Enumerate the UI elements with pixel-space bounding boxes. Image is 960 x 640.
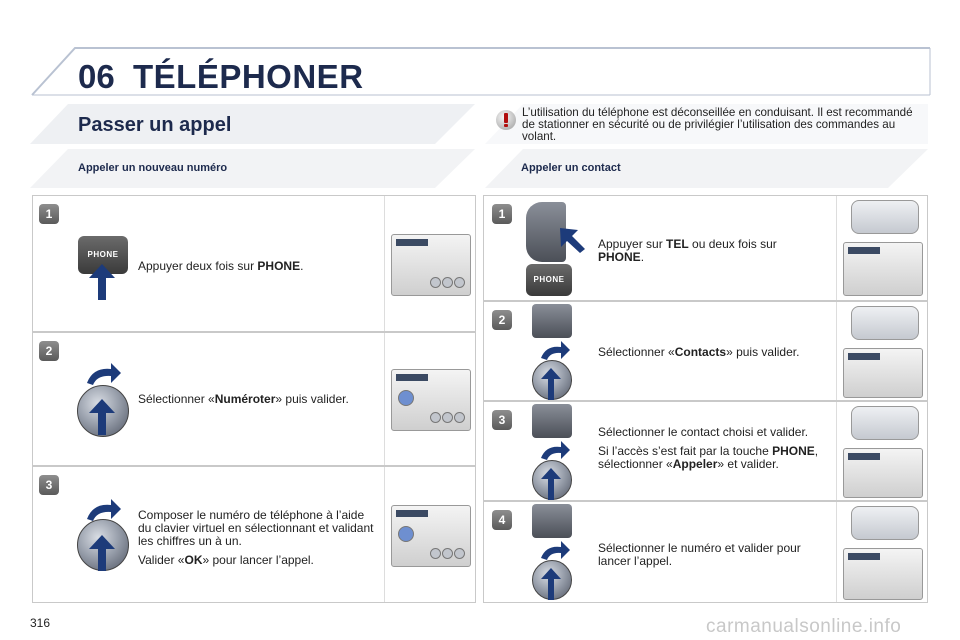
left-step-1-panel: 1 PHONE Appuyer deux fois sur PHONE. — [32, 195, 476, 332]
step-text: Appuyer sur TEL ou deux fois sur PHONE. — [598, 237, 777, 264]
left-step-3-panel: 3 Composer le numéro de téléphone à l’ai… — [32, 466, 476, 603]
steering-control — [532, 304, 572, 338]
warning-text: L’utilisation du téléphone est déconseil… — [522, 106, 913, 143]
radio-unit — [843, 242, 923, 296]
rotate-arrow-icon — [541, 541, 570, 560]
steering-wheel-control — [851, 406, 919, 440]
right-step-1-panel: 1 PHONE Appuyer sur TEL ou deux fois sur… — [483, 195, 928, 301]
up-arrow-icon — [89, 264, 115, 300]
radio-unit — [843, 548, 923, 600]
steering-and-radio-image — [836, 502, 929, 602]
right-step-3-panel: 3 Sélectionner le contact choisi et vali… — [483, 401, 928, 501]
radio-image — [384, 467, 477, 602]
page-number: 316 — [30, 616, 51, 630]
rotate-arrow-icon — [541, 441, 570, 460]
radio-unit — [843, 348, 923, 398]
section-frame — [30, 104, 928, 188]
rotate-arrow-icon — [87, 499, 121, 521]
step-number: 1 — [39, 204, 59, 224]
header-frame — [31, 47, 931, 96]
chapter-title: TÉLÉPHONER — [133, 58, 364, 95]
up-arrow-icon — [89, 399, 115, 435]
up-arrow-icon — [541, 568, 561, 600]
radio-image — [384, 196, 477, 331]
step-number: 2 — [492, 310, 512, 330]
up-arrow-icon — [541, 468, 561, 500]
step-number: 3 — [492, 410, 512, 430]
right-step-2-panel: 2 Sélectionner «Contacts» puis valider. — [483, 301, 928, 401]
step-text: Sélectionner «Numéroter» puis valider. — [138, 392, 349, 406]
left-step-2-panel: 2 Sélectionner «Numéroter» puis valider. — [32, 332, 476, 466]
section-title: Passer un appel — [78, 114, 232, 136]
steering-wheel-control — [851, 200, 919, 234]
watermark-url: carmanualsonline.info — [706, 616, 902, 637]
step-number: 1 — [492, 204, 512, 224]
up-arrow-icon — [541, 368, 561, 400]
left-subtitle: Appeler un nouveau numéro — [78, 162, 228, 174]
steering-and-radio-image — [836, 402, 929, 500]
step-text: Sélectionner le numéro et valider pour l… — [598, 541, 801, 568]
step-number: 3 — [39, 475, 59, 495]
warning-icon — [496, 110, 516, 130]
radio-unit — [391, 369, 471, 431]
radio-unit — [843, 448, 923, 498]
diagonal-arrow-icon — [560, 228, 585, 253]
step-number: 4 — [492, 510, 512, 530]
steering-wheel-control — [851, 506, 919, 540]
steering-wheel-control — [851, 306, 919, 340]
steering-control — [532, 404, 572, 438]
rotate-arrow-icon — [541, 341, 570, 360]
step-text: Sélectionner le contact choisi et valide… — [598, 425, 819, 471]
radio-image — [384, 333, 477, 465]
step-text: Appuyer deux fois sur PHONE. — [138, 259, 304, 273]
step-number: 2 — [39, 341, 59, 361]
steering-control — [532, 504, 572, 538]
radio-unit — [391, 505, 471, 567]
phone-button: PHONE — [526, 264, 572, 296]
step-text: Sélectionner «Contacts» puis valider. — [598, 345, 800, 359]
steering-and-radio-image — [836, 196, 929, 300]
chapter-number: 06 — [78, 58, 115, 95]
step-text: Composer le numéro de téléphone à l’aide… — [138, 508, 374, 567]
steering-and-radio-image — [836, 302, 929, 400]
right-step-4-panel: 4 Sélectionner le numéro et valider pour… — [483, 501, 928, 603]
up-arrow-icon — [89, 535, 115, 571]
radio-unit — [391, 234, 471, 296]
rotate-arrow-icon — [87, 363, 121, 385]
right-subtitle: Appeler un contact — [521, 162, 621, 174]
steering-control — [526, 202, 566, 262]
